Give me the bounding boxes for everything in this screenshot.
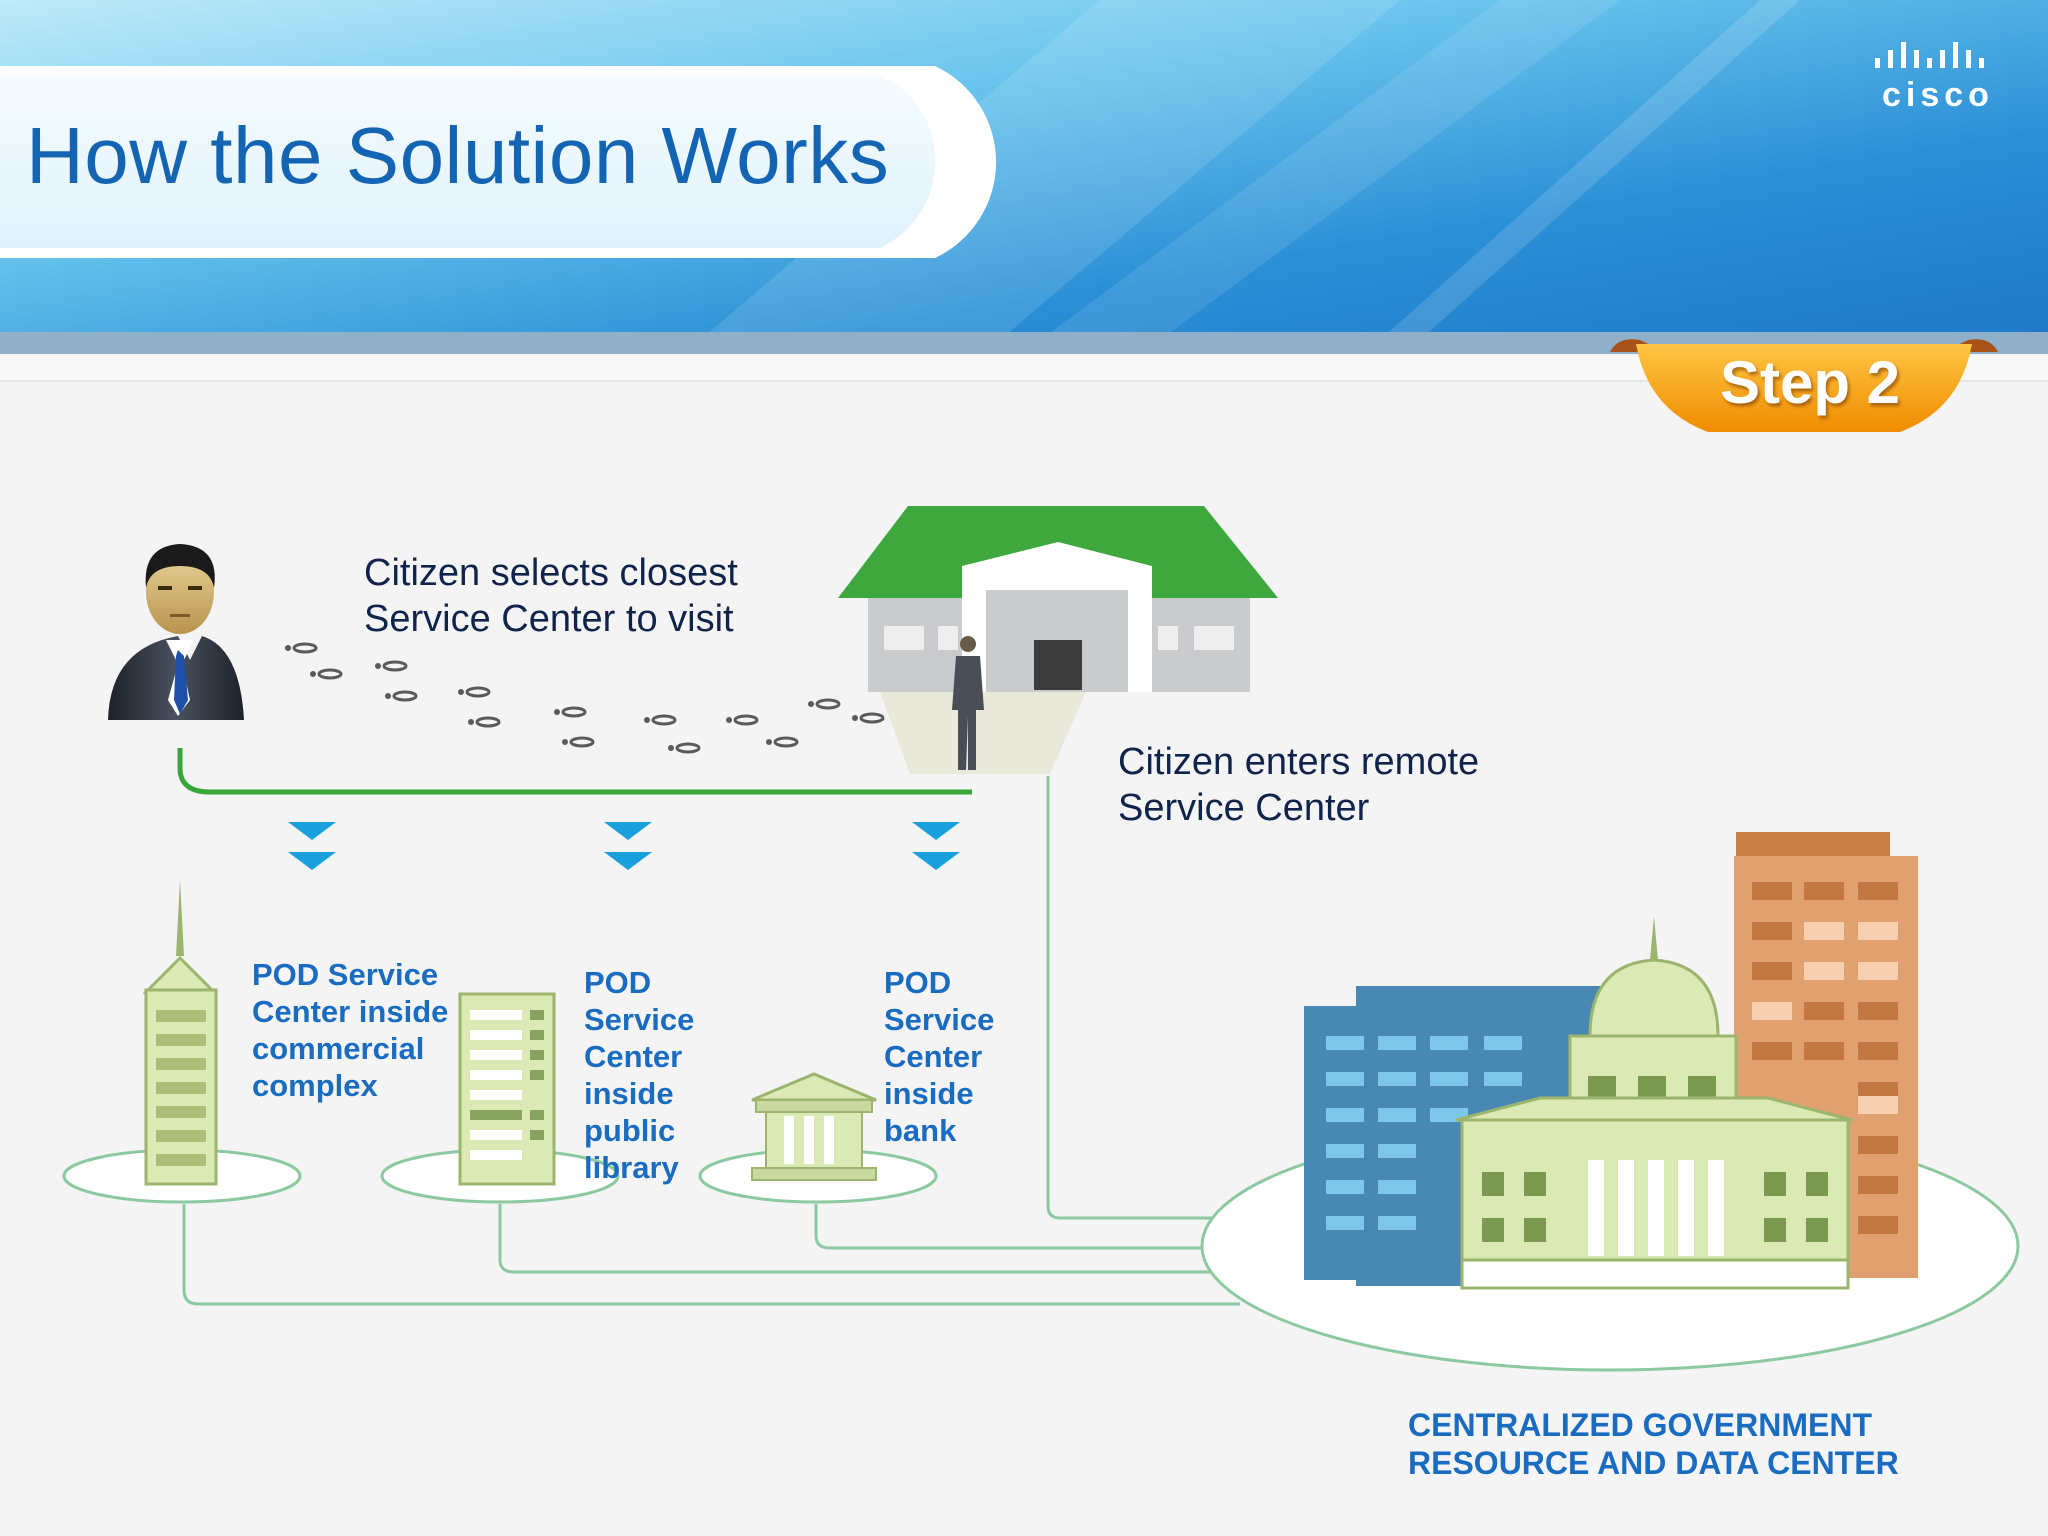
footprints-icon	[292, 642, 885, 754]
cisco-logo-text: cisco	[1882, 76, 1994, 114]
government-buildings-icon	[1304, 832, 1918, 1290]
title-tab	[0, 66, 997, 258]
journey-line	[177, 748, 972, 795]
chevron-down-icon	[288, 822, 960, 870]
service-center-icon	[838, 506, 1278, 774]
citizen-icon	[108, 544, 244, 720]
caption-line: Service Center	[1118, 787, 1370, 829]
network-connectors	[182, 776, 1240, 1306]
caption-enter-center: Citizen enters remote Service Center	[1118, 739, 1479, 831]
page-title: How the Solution Works	[26, 111, 890, 200]
pod-label-bank: POD Service Center inside bank	[884, 965, 995, 1148]
bank-icon	[751, 1072, 877, 1181]
data-center-label-line: RESOURCE AND DATA CENTER	[1408, 1445, 1899, 1481]
library-icon	[458, 992, 556, 1186]
pod-label-commercial-complex: POD Service Center inside commercial com…	[252, 957, 449, 1103]
caption-select-center: Citizen selects closest Service Center t…	[364, 550, 738, 642]
pod-label-public-library: POD Service Center inside public library	[584, 965, 695, 1185]
cisco-logo-icon	[1875, 42, 1984, 68]
data-center-label-line: CENTRALIZED GOVERNMENT	[1408, 1407, 1872, 1443]
data-center-label: CENTRALIZED GOVERNMENT RESOURCE AND DATA…	[1408, 1406, 1899, 1482]
step-label: Step 2	[1719, 349, 1901, 416]
caption-line: Service Center to visit	[364, 598, 734, 640]
skyscraper-icon	[142, 880, 218, 1186]
step-ribbon	[1610, 339, 1998, 432]
caption-line: Citizen selects closest	[364, 552, 738, 594]
caption-line: Citizen enters remote	[1118, 741, 1480, 783]
